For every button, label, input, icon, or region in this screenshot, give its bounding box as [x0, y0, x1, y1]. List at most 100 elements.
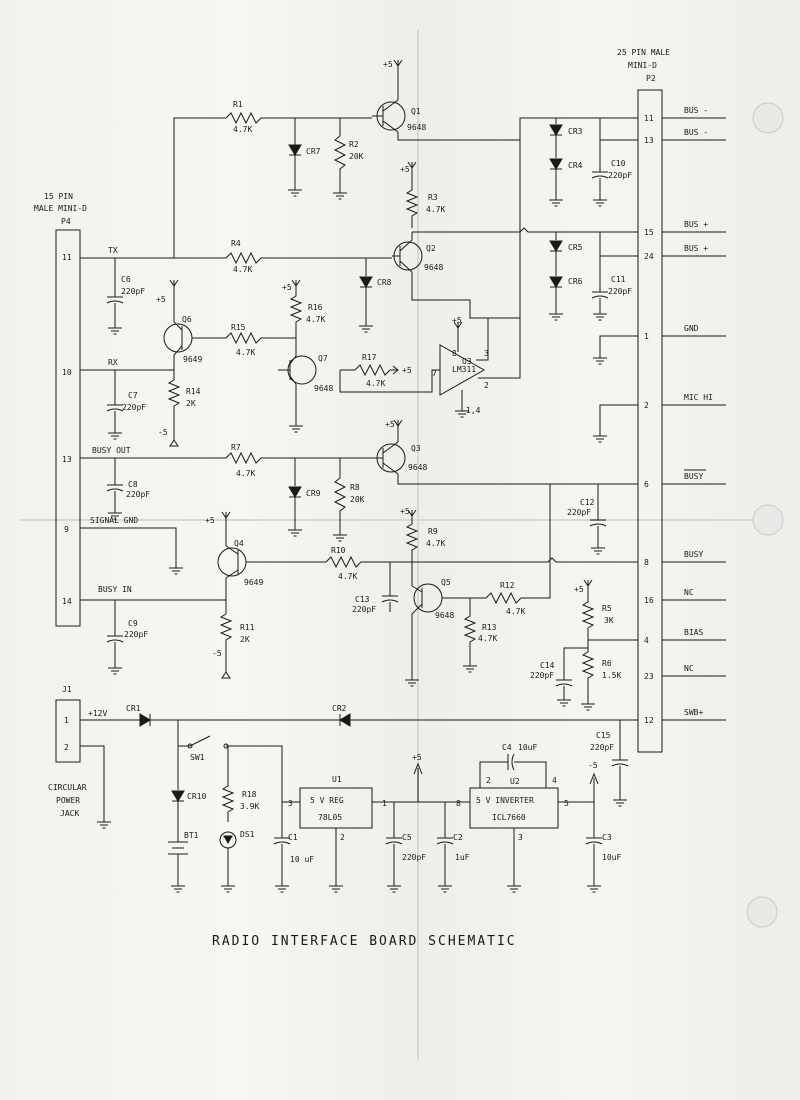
resistor-r14 — [167, 379, 181, 420]
u3-value: LM311 — [452, 365, 476, 374]
p4-pin: 13 — [62, 455, 72, 464]
p2-title-line1: 25 PIN MALE — [617, 48, 670, 57]
r12-value: 4.7K — [506, 607, 525, 616]
r18-label: R18 — [242, 790, 257, 799]
p4-title-line1: 15 PIN — [44, 192, 73, 201]
transistor-q7 — [287, 355, 317, 385]
p2-signal-label: BUS + — [684, 220, 708, 229]
cr7-label: CR7 — [306, 147, 321, 156]
p2-pin-number: 8 — [644, 558, 649, 567]
u3-pin: 2 — [484, 381, 489, 390]
c8-label: C8 — [128, 480, 138, 489]
svg-text:2: 2 — [64, 743, 69, 752]
r8-value: 20K — [350, 495, 365, 504]
p2-pin-number: 12 — [644, 716, 654, 725]
transistor-q4 — [217, 547, 247, 577]
p2-signal-label: BUSY — [684, 550, 703, 559]
r2-label: R2 — [349, 140, 359, 149]
u3-pin: 8 — [452, 349, 457, 358]
c1-label: C1 — [288, 833, 298, 842]
r9-value: 4.7K — [426, 539, 445, 548]
c3-label: C3 — [602, 833, 612, 842]
p4-pin: 10 — [62, 368, 72, 377]
r17-value: 4.7K — [366, 379, 385, 388]
svg-text:CIRCULAR: CIRCULAR — [48, 783, 87, 792]
p2-pin-number: 4 — [644, 636, 649, 645]
ds1-label: DS1 — [240, 830, 255, 839]
resistor-r15 — [225, 331, 281, 345]
q6-label: Q6 — [182, 315, 192, 324]
resistor-r16 — [289, 290, 303, 336]
c13-label: C13 — [355, 595, 370, 604]
resistor-r11 — [219, 613, 233, 656]
resistor-r4 — [225, 251, 281, 265]
c6-value: 220pF — [121, 287, 145, 296]
r17-supply: +5 — [402, 366, 412, 375]
diode-cr2 — [339, 713, 351, 727]
c15-label: C15 — [596, 731, 611, 740]
svg-text:2: 2 — [340, 833, 345, 842]
r16-value: 4.7K — [306, 315, 325, 324]
svg-text:5 V REG: 5 V REG — [310, 796, 344, 805]
net-signal-gnd: SIGNAL GND — [90, 516, 138, 525]
p2-signal-label: BUS - — [684, 106, 708, 115]
r3-label: R3 — [428, 193, 438, 202]
p2-signal-label: NC — [684, 664, 694, 673]
c13-value: 220pF — [352, 605, 376, 614]
q1-label: Q1 — [411, 107, 421, 116]
cr5-label: CR5 — [568, 243, 583, 252]
c3-value: 10uF — [602, 853, 621, 862]
svg-text:8: 8 — [456, 799, 461, 808]
c10-label: C10 — [611, 159, 626, 168]
svg-text:4: 4 — [552, 776, 557, 785]
r3-value: 4.7K — [426, 205, 445, 214]
q3-label: Q3 — [411, 444, 421, 453]
diagram-title: RADIO INTERFACE BOARD SCHEMATIC — [212, 934, 517, 949]
c15-value: 220pF — [590, 743, 614, 752]
svg-text:3: 3 — [518, 833, 523, 842]
c14-value: 220pF — [530, 671, 554, 680]
svg-text:5 V INVERTER: 5 V INVERTER — [476, 796, 534, 805]
r11-value: 2K — [240, 635, 250, 644]
svg-text:POWER: POWER — [56, 796, 80, 805]
p2-title-line2: MINI-D — [628, 61, 657, 70]
reg-output-supply: +5 — [412, 753, 422, 762]
bt1-label: BT1 — [184, 831, 199, 840]
svg-text:JACK: JACK — [60, 809, 79, 818]
c7-label: C7 — [128, 391, 138, 400]
r5-supply: +5 — [574, 585, 584, 594]
r2-value: 20K — [349, 152, 364, 161]
svg-text:U1: U1 — [332, 775, 342, 784]
regulator-u1: U1 5 V REG 78L05 3 1 2 — [288, 775, 387, 842]
r16-supply: +5 — [282, 283, 292, 292]
p2-pin-number: 6 — [644, 480, 649, 489]
connector-p4: 15 PIN MALE MINI-D P4 11 10 13 9 14 — [34, 192, 87, 627]
r1-value: 4.7K — [233, 125, 252, 134]
p2-signal-label: BIAS — [684, 628, 703, 637]
r17-label: R17 — [362, 353, 377, 362]
c11-label: C11 — [611, 275, 626, 284]
c4-value: 10uF — [518, 743, 537, 752]
cr10-label: CR10 — [187, 792, 206, 801]
q6-value: 9649 — [183, 355, 202, 364]
c14-label: C14 — [540, 661, 555, 670]
net-plus12v: +12V — [88, 709, 107, 718]
resistor-r18 — [221, 746, 235, 822]
cr8-label: CR8 — [377, 278, 392, 287]
u3-pin: 7 — [432, 369, 437, 378]
r18-value: 3.9K — [240, 802, 259, 811]
c8-value: 220pF — [126, 490, 150, 499]
q6-supply: +5 — [156, 295, 166, 304]
resistor-r2 — [333, 135, 347, 185]
p2-ref: P2 — [646, 74, 656, 83]
r14-supply: -5 — [158, 428, 168, 437]
r9-supply: +5 — [400, 507, 410, 516]
u3-supply: +5 — [452, 316, 462, 325]
svg-text:J1: J1 — [62, 685, 72, 694]
p2-pin-number: 16 — [644, 596, 654, 605]
inverter-output-supply: -5 — [588, 761, 598, 770]
inverter-u2: U2 5 V INVERTER ICL7660 8 2 4 5 3 — [456, 776, 569, 842]
p2-pin-number: 13 — [644, 136, 654, 145]
